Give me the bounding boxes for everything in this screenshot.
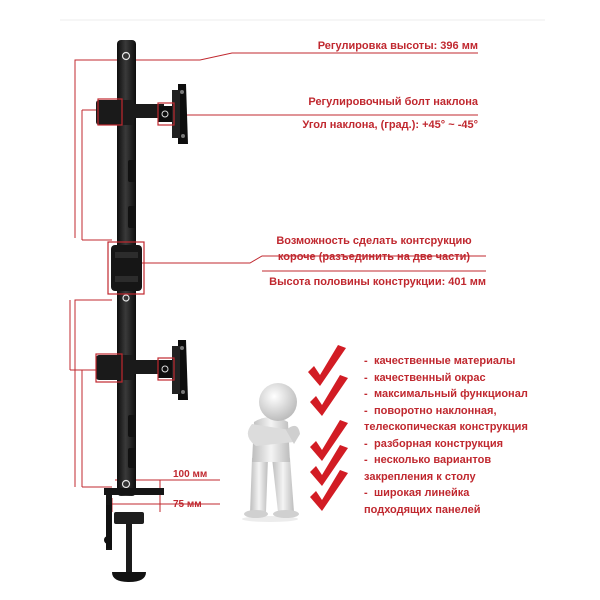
tilt-bolt-label: Регулировочный болт наклона — [308, 96, 478, 108]
split-leader — [140, 255, 486, 264]
checkmark-icon — [310, 420, 348, 461]
feature-item: -поворотно наклонная,телескопическая кон… — [364, 404, 528, 434]
checkmark-icon — [310, 470, 348, 511]
callout-lines — [69, 52, 486, 512]
checkmarks — [308, 345, 348, 511]
desk-clamp — [104, 488, 164, 582]
highlight-boxes — [95, 98, 175, 383]
split-label-line1: Возможность сделать контсрукцию — [276, 235, 472, 247]
thinking-figure — [242, 383, 300, 522]
height-adjust-label: Регулировка высоты: 396 мм — [317, 40, 478, 52]
clamp-outer-dimension: 100 мм — [173, 469, 208, 480]
half-height-label: Высота половины конструкции: 401 мм — [269, 276, 486, 288]
checkmark-icon — [310, 375, 348, 416]
checkmark-icon — [308, 345, 346, 386]
feature-item: -качественные материалы — [364, 355, 516, 367]
feature-item: -качественный окрас — [364, 371, 486, 384]
clamp-inner-dimension: 75 мм — [173, 499, 202, 510]
height-adjust-leader — [74, 52, 478, 238]
feature-item: -разборная конструкция — [364, 437, 504, 450]
checkmark-icon — [310, 445, 348, 486]
upper-arm — [96, 84, 188, 144]
half-height-leader — [74, 299, 112, 487]
lower-arm — [96, 340, 188, 400]
feature-item: -максимальный функционал — [364, 388, 528, 400]
tilt-angle-label: Угол наклона, (град.): +45° ~ -45° — [302, 119, 478, 131]
split-label-line2: короче (разъединить на две части) — [277, 251, 471, 263]
feature-list: -качественные материалы -качественный ок… — [364, 353, 596, 518]
